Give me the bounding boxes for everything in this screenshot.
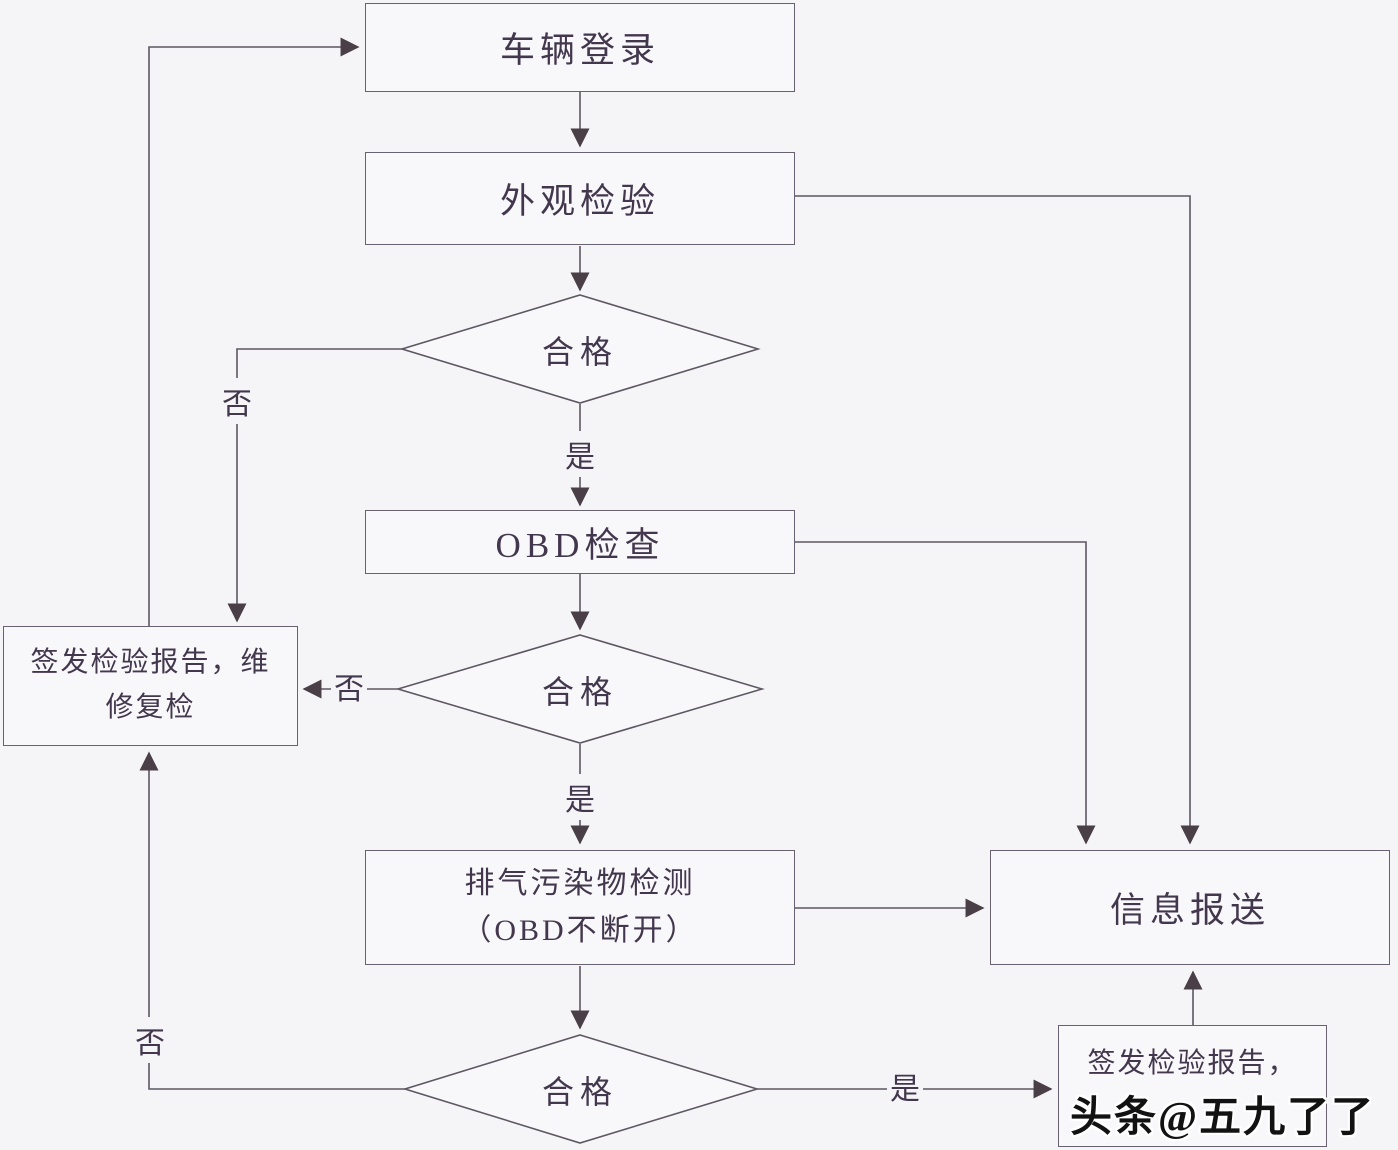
node-vehicle-login-label: 车辆登录 — [499, 31, 660, 70]
decision3-label: 合格 — [541, 1074, 619, 1110]
edge-appearance-to-info-report — [795, 195, 1200, 845]
edge-decision1-no-to-report-repair — [227, 348, 402, 623]
node-issue-report-final-line1: 签发检验报告， — [1087, 1048, 1298, 1079]
node-issue-report-final: 签发检验报告， — [1058, 1025, 1327, 1147]
node-vehicle-login: 车辆登录 — [365, 3, 795, 92]
node-obd-check-label: OBD检查 — [495, 525, 665, 565]
decision1-label: 合格 — [541, 334, 619, 370]
node-appearance-inspection: 外观检验 — [365, 152, 795, 245]
node-issue-report-repair: 签发检验报告，维 修复检 — [3, 626, 298, 746]
edge-label-decision1-no: 否 — [219, 378, 255, 424]
node-info-report-label: 信息报送 — [1109, 891, 1270, 930]
node-issue-report-repair-line1: 签发检验报告，维 — [30, 647, 271, 679]
node-appearance-inspection-label: 外观检验 — [499, 182, 660, 221]
node-info-report: 信息报送 — [990, 850, 1390, 965]
node-exhaust-detection-line2: （OBD不断开） — [461, 913, 699, 947]
edge-label-decision1-yes: 是 — [562, 431, 598, 477]
edge-label-decision2-yes: 是 — [562, 774, 598, 820]
watermark-text: 头条@五九了了 — [1070, 1095, 1376, 1141]
edge-label-decision3-no: 否 — [132, 1017, 168, 1063]
edge-decision3-no-to-report-repair — [139, 751, 405, 1090]
edge-obd-to-info-report — [795, 541, 1096, 845]
decision2-diamond — [395, 634, 765, 744]
edge-report-repair-to-login — [148, 37, 360, 626]
decision2-label: 合格 — [541, 674, 619, 710]
edge-label-decision2-no: 否 — [331, 663, 367, 709]
node-obd-check: OBD检查 — [365, 510, 795, 574]
decision1-diamond — [399, 294, 761, 404]
edge-label-decision3-yes: 是 — [887, 1063, 923, 1109]
node-exhaust-detection: 排气污染物检测 （OBD不断开） — [365, 850, 795, 965]
node-issue-report-repair-line2: 修复检 — [105, 692, 196, 723]
decision3-diamond — [402, 1034, 760, 1144]
node-exhaust-detection-line1: 排气污染物检测 — [464, 867, 696, 900]
